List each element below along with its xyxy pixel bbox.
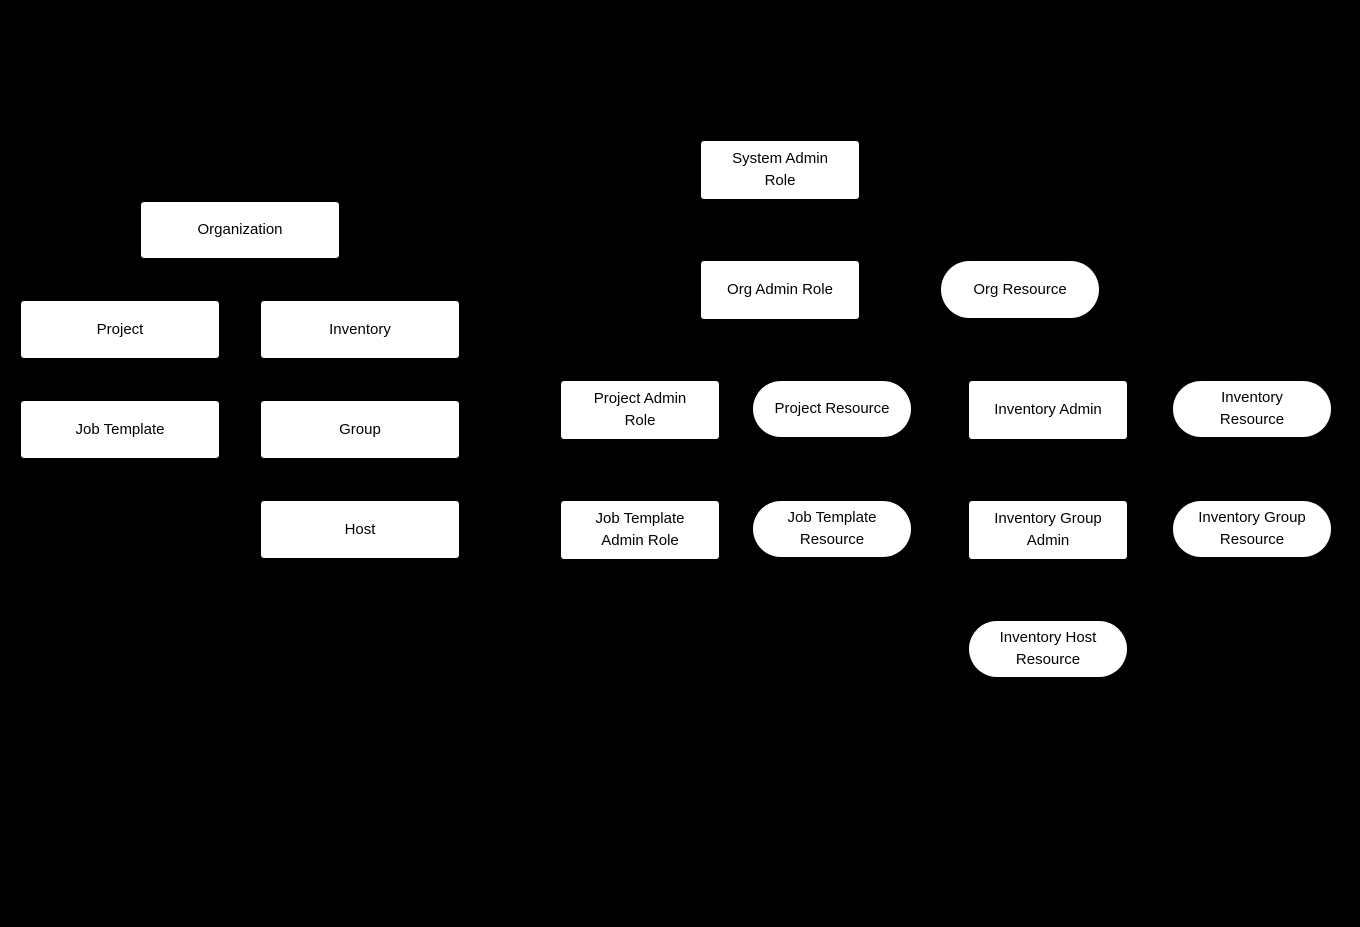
node-project-resource: Project Resource xyxy=(753,381,911,437)
node-system-admin-role: System Admin Role xyxy=(701,141,859,199)
node-organization: Organization xyxy=(141,202,339,258)
node-job-template-admin-role: Job Template Admin Role xyxy=(561,501,719,559)
node-group: Group xyxy=(261,401,459,458)
node-inventory-host-resource: Inventory Host Resource xyxy=(969,621,1127,677)
node-project: Project xyxy=(21,301,219,358)
node-inventory-group-admin: Inventory Group Admin xyxy=(969,501,1127,559)
node-inventory: Inventory xyxy=(261,301,459,358)
node-host: Host xyxy=(261,501,459,558)
node-job-template: Job Template xyxy=(21,401,219,458)
node-project-admin-role: Project Admin Role xyxy=(561,381,719,439)
node-job-template-resource: Job Template Resource xyxy=(753,501,911,557)
node-org-admin-role: Org Admin Role xyxy=(701,261,859,319)
node-inventory-group-resource: Inventory Group Resource xyxy=(1173,501,1331,557)
node-inventory-resource: Inventory Resource xyxy=(1173,381,1331,437)
node-inventory-admin: Inventory Admin xyxy=(969,381,1127,439)
node-org-resource: Org Resource xyxy=(941,261,1099,318)
